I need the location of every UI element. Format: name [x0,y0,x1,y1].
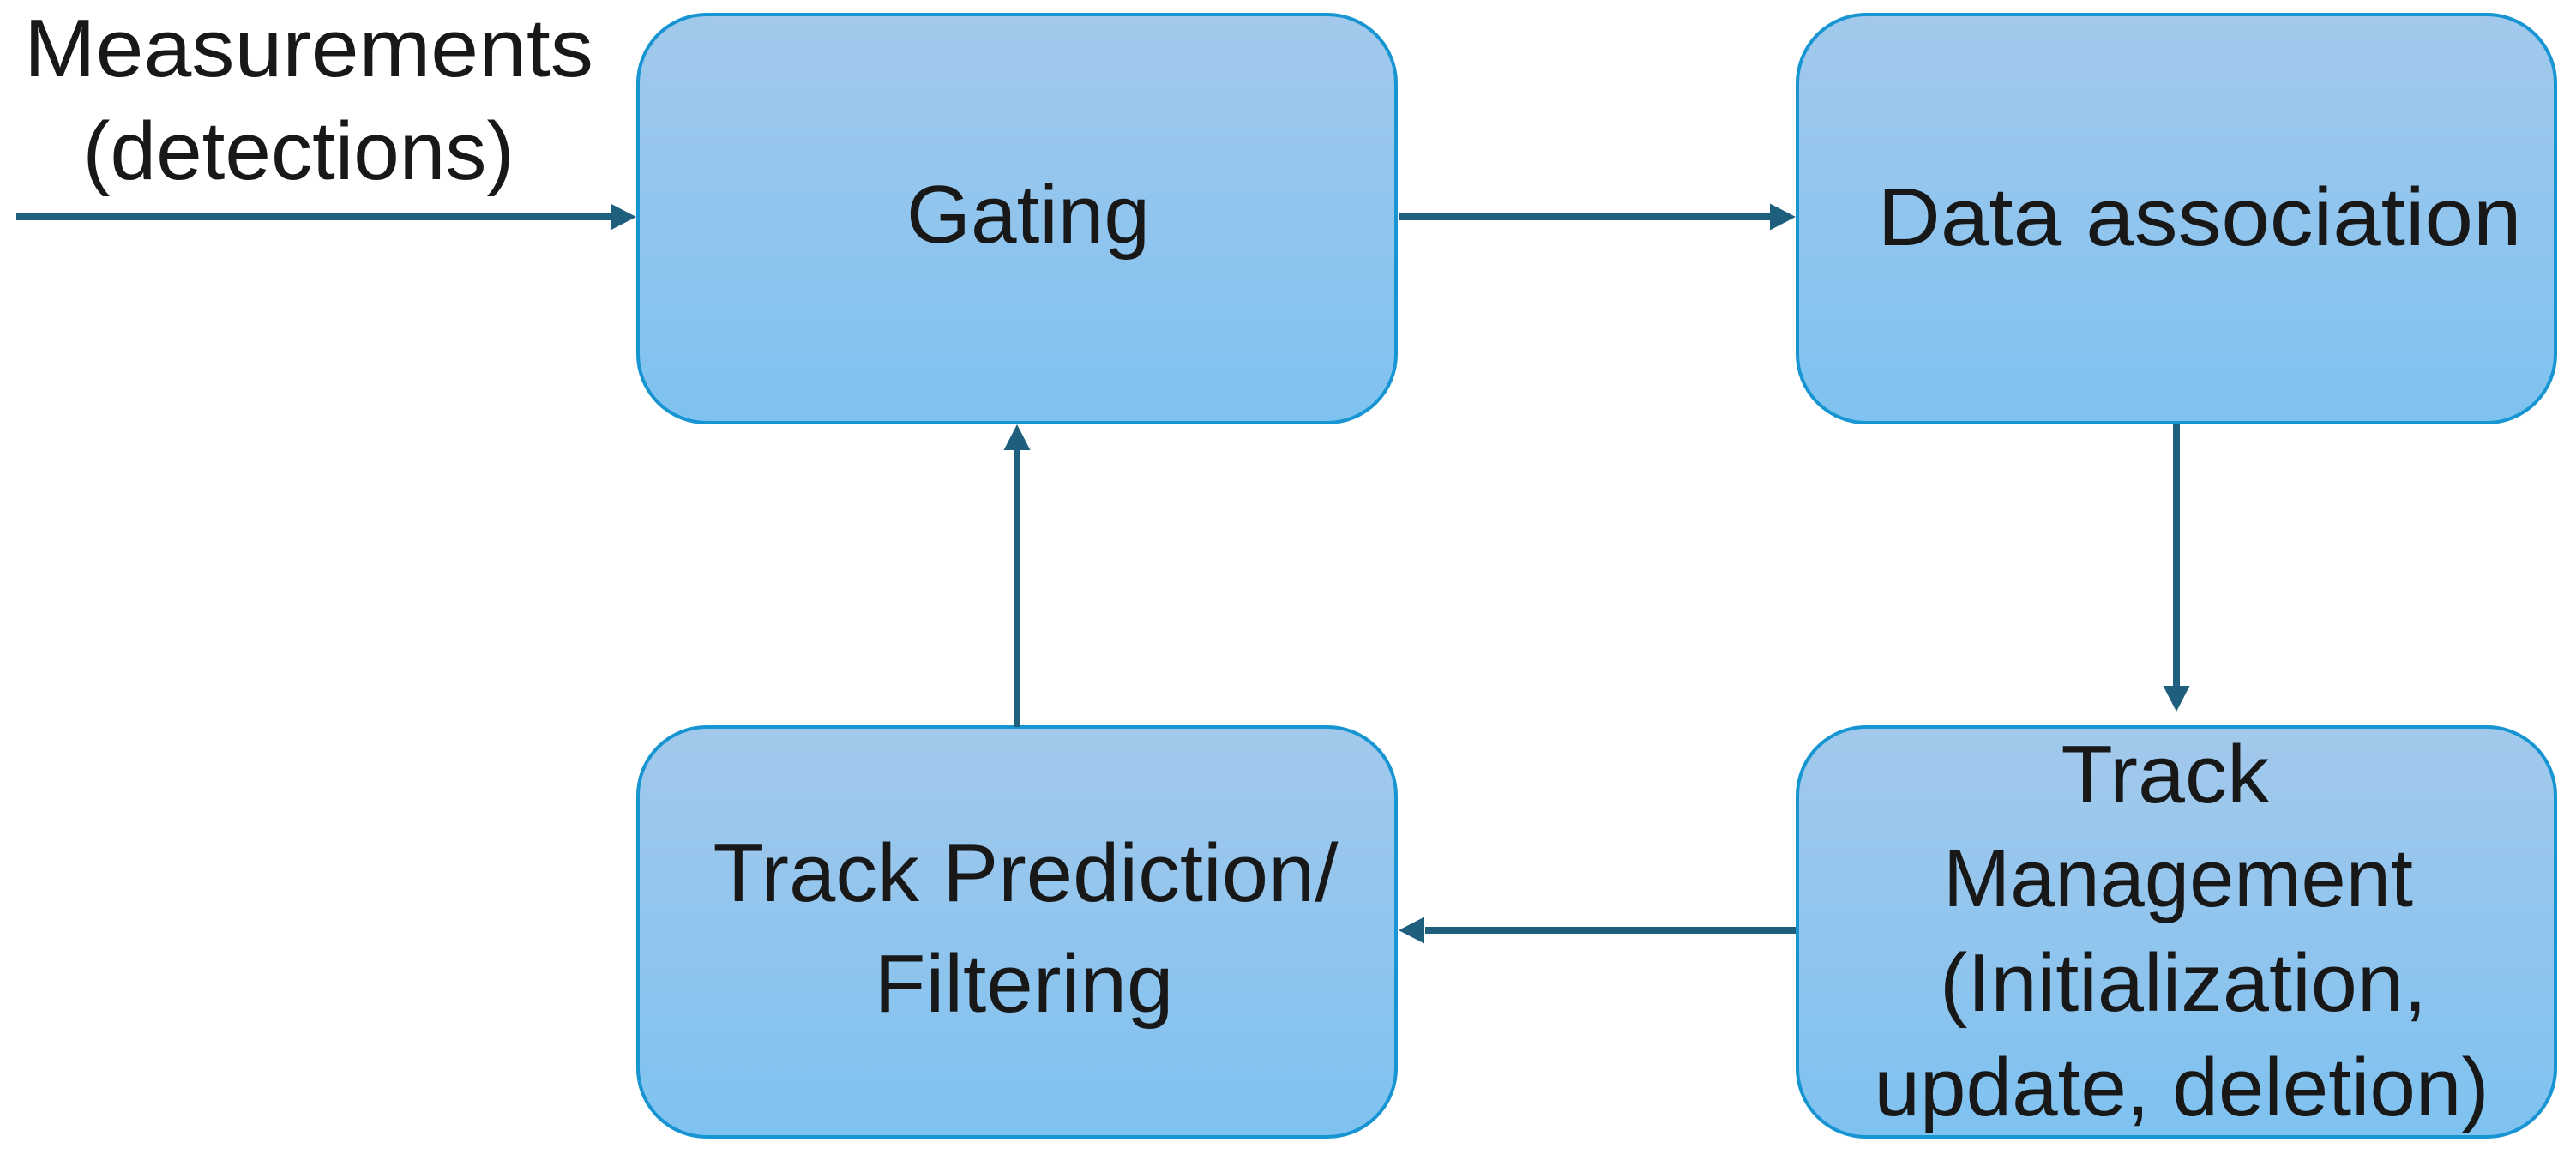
svg-text:(detections): (detections) [83,105,515,197]
svg-text:Filtering: Filtering [875,938,1174,1030]
svg-text:Data association: Data association [1878,171,2522,263]
svg-text:Gating: Gating [906,169,1150,261]
svg-text:update, deletion): update, deletion) [1875,1042,2489,1133]
svg-text:Measurements: Measurements [24,3,593,94]
svg-text:Track Prediction/: Track Prediction/ [713,827,1339,919]
svg-text:(Initialization,: (Initialization, [1940,937,2427,1029]
svg-text:Track: Track [2061,729,2271,820]
svg-text:Management: Management [1943,832,2413,924]
